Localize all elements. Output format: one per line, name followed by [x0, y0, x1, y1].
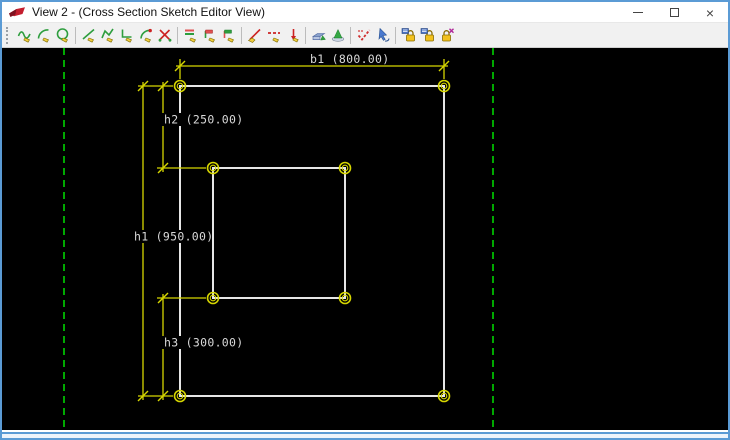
- toolbar-separator: [305, 26, 306, 44]
- edge-bars-icon[interactable]: [181, 25, 200, 46]
- vertex-marker[interactable]: [206, 161, 220, 175]
- vertex-marker[interactable]: [173, 389, 187, 403]
- lock-blue-icon-2[interactable]: [418, 25, 437, 46]
- pointer-icon[interactable]: [373, 25, 392, 46]
- spline-icon[interactable]: [15, 25, 34, 46]
- arc-icon[interactable]: [34, 25, 53, 46]
- lock-blue-icon-1[interactable]: [399, 25, 418, 46]
- sketch-toolbar: [2, 23, 728, 48]
- circle-icon[interactable]: [53, 25, 72, 46]
- window-controls: ×: [620, 2, 728, 23]
- outer-rectangle[interactable]: [179, 85, 445, 397]
- svg-text:h1 (950.00): h1 (950.00): [134, 230, 213, 244]
- toolbar-separator: [395, 26, 396, 44]
- toolbar-separator: [241, 26, 242, 44]
- close-icon: ×: [705, 4, 715, 21]
- lock-delete-icon[interactable]: [437, 25, 456, 46]
- vertex-marker[interactable]: [173, 79, 187, 93]
- vertex-marker[interactable]: [338, 291, 352, 305]
- vertex-markers: [173, 79, 451, 403]
- vertex-marker[interactable]: [437, 389, 451, 403]
- dimension-ticks: [137, 60, 450, 402]
- close-button[interactable]: ×: [692, 2, 728, 23]
- dimension-label-h3[interactable]: h3 (300.00): [162, 336, 243, 350]
- svg-text:h2 (250.00): h2 (250.00): [164, 113, 243, 127]
- vertex-marker[interactable]: [338, 161, 352, 175]
- dashed-line-icon[interactable]: [264, 25, 283, 46]
- dimension-label-h1[interactable]: h1 (950.00): [132, 230, 213, 244]
- polyline-icon[interactable]: [98, 25, 117, 46]
- toolbar-separator: [350, 26, 351, 44]
- sketch-canvas[interactable]: b1 (800.00) h2 (250.00) h1 (950.00) h3 (…: [2, 48, 728, 430]
- svg-text:b1 (800.00): b1 (800.00): [310, 52, 389, 66]
- title-bar: View 2 - (Cross Section Sketch Editor Vi…: [2, 2, 728, 23]
- vertical-arrow-icon[interactable]: [283, 25, 302, 46]
- window-title: View 2 - (Cross Section Sketch Editor Vi…: [32, 5, 265, 19]
- edge-flag-red-icon[interactable]: [200, 25, 219, 46]
- check-sketch-icon[interactable]: [354, 25, 373, 46]
- cone-icon[interactable]: [328, 25, 347, 46]
- minimize-button[interactable]: [620, 2, 656, 23]
- maximize-icon: [669, 8, 679, 17]
- dimension-label-h2[interactable]: h2 (250.00): [162, 113, 243, 127]
- corner-icon[interactable]: [117, 25, 136, 46]
- minimize-icon: [633, 12, 643, 13]
- toolbar-grip[interactable]: [6, 26, 11, 44]
- delete-segment-icon[interactable]: [155, 25, 174, 46]
- edge-flag-green-icon[interactable]: [219, 25, 238, 46]
- inner-rectangle[interactable]: [212, 167, 346, 299]
- diagonal-measure-icon[interactable]: [245, 25, 264, 46]
- window-bottom-frame: [2, 430, 728, 438]
- dimension-label-b1[interactable]: b1 (800.00): [308, 52, 389, 66]
- arc-point-icon[interactable]: [136, 25, 155, 46]
- vertex-marker[interactable]: [206, 291, 220, 305]
- line-icon[interactable]: [79, 25, 98, 46]
- toolbar-separator: [177, 26, 178, 44]
- maximize-button[interactable]: [656, 2, 692, 23]
- app-flag-icon: [8, 5, 26, 19]
- vertex-marker[interactable]: [437, 79, 451, 93]
- plotter-icon[interactable]: [309, 25, 328, 46]
- toolbar-separator: [75, 26, 76, 44]
- svg-text:h3 (300.00): h3 (300.00): [164, 336, 243, 350]
